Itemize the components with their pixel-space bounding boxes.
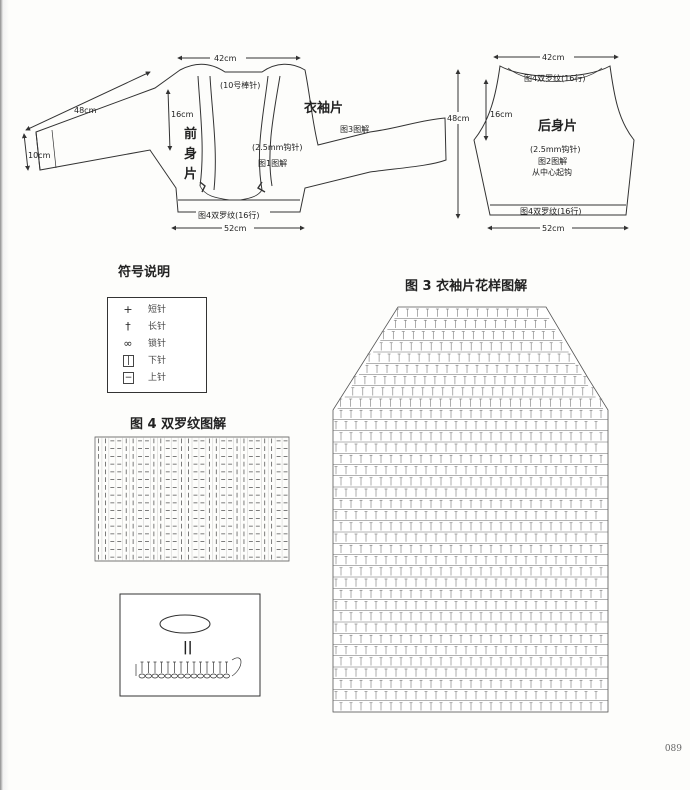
chain-loop <box>151 673 159 679</box>
left-front-band <box>197 75 203 187</box>
hook-size-label: (2.5mm钩针) <box>252 142 303 152</box>
cuff-height-label: 10cm <box>28 151 51 160</box>
front-outline <box>35 63 447 213</box>
legend-label: 下针 <box>148 356 167 366</box>
chain-turn <box>231 657 242 677</box>
fig3-sleeve-chart <box>332 306 609 713</box>
single-crochet-icon: + <box>123 303 133 316</box>
legend-item-double-crochet: † 长针 <box>108 319 206 335</box>
chain-loop <box>164 673 172 679</box>
start-oval <box>159 614 211 634</box>
right-front-band <box>258 75 269 191</box>
page-binding-edge <box>0 0 9 790</box>
front-rib-label: 图4双罗纹(16行) <box>198 210 260 220</box>
back-outline <box>473 65 635 216</box>
sleeve-panel-label: 衣袖片 <box>304 100 343 116</box>
front-panel-label-3: 片 <box>184 166 197 182</box>
back-start-note: 从中心起钩 <box>532 167 572 177</box>
back-panel-label: 后身片 <box>538 118 577 134</box>
legend-label: 上针 <box>148 373 167 383</box>
legend-item-single-crochet: + 短针 <box>108 302 206 318</box>
legend-item-purl: − 上针 <box>108 370 206 386</box>
chain-loop <box>177 673 185 679</box>
start-chain-row <box>135 657 242 679</box>
chain-loop <box>223 673 230 679</box>
front-panel-label-1: 前 <box>184 126 197 142</box>
back-height-label: 48cm <box>447 114 470 123</box>
front-top-width: 42cm <box>214 54 237 63</box>
legend-label: 短针 <box>148 305 167 315</box>
chain-loop <box>138 673 146 679</box>
fig3-title: 图 3 衣袖片花样图解 <box>405 278 527 294</box>
back-collar-label: 图4双罗纹(16行) <box>524 73 586 83</box>
legend-label: 锁针 <box>148 339 167 349</box>
needle-size-label: (10号棒针) <box>220 80 260 90</box>
front-side-height-label: 16cm <box>171 110 194 119</box>
back-bottom-width: 52cm <box>542 224 565 233</box>
chain-loop <box>145 673 152 679</box>
chain-loop <box>184 673 191 679</box>
front-schematic-labels: 42cm (10号棒针) 48cm 10cm 16cm 前 身 片 衣袖片 图3… <box>28 52 369 234</box>
back-ref-label: 图2图解 <box>538 156 567 166</box>
start-diagram-frame <box>119 593 261 697</box>
start-diagram: || <box>119 593 261 697</box>
legend-title: 符号说明 <box>118 264 170 280</box>
chain-loop <box>203 673 211 679</box>
back-schematic-labels: 42cm 图4双罗纹(16行) 48cm 16cm 后身片 (2.5mm钩针) … <box>446 51 586 234</box>
front-panel-label-2: 身 <box>184 146 197 162</box>
legend-item-chain: ∞ 锁针 <box>108 336 206 352</box>
chain-loop <box>216 673 224 679</box>
double-crochet-icon: † <box>125 320 131 333</box>
chain-loop <box>171 673 178 679</box>
page-number: 089 <box>664 744 682 754</box>
front-ref-label: 图1图解 <box>258 158 287 168</box>
front-side-dimension <box>165 89 173 151</box>
fig4-title: 图 4 双罗纹图解 <box>130 416 226 432</box>
equals-mark: || <box>183 640 193 655</box>
sleeve-length-dimension <box>25 71 151 131</box>
knit-stitch-icon: | <box>123 355 134 367</box>
back-top-width: 42cm <box>542 53 565 62</box>
chain-stitch-icon: ∞ <box>123 337 133 350</box>
purl-stitch-icon: − <box>123 372 134 384</box>
sleeve-ref-label: 图3图解 <box>340 124 369 134</box>
cuff-edge <box>35 131 41 171</box>
cuff-height-dimension <box>21 133 31 171</box>
sleeve-length-label: 48cm <box>74 106 97 115</box>
chain-loop <box>210 673 217 679</box>
back-collar-inner <box>507 67 603 82</box>
front-schematic <box>21 55 447 231</box>
chain-loop <box>197 673 204 679</box>
front-bottom-width: 52cm <box>224 224 247 233</box>
back-hook-size-label: (2.5mm钩针) <box>530 144 581 154</box>
legend-label: 长针 <box>148 322 167 332</box>
chain-loop <box>158 673 165 679</box>
chain-loop <box>190 673 198 679</box>
fig4-rib-chart <box>94 436 290 562</box>
symbol-legend: + 短针 † 长针 ∞ 锁针 | 下针 − 上针 <box>107 297 207 393</box>
back-side-height-label: 16cm <box>490 110 513 119</box>
legend-item-knit: | 下针 <box>108 353 206 369</box>
back-rib-label: 图4双罗纹(16行) <box>520 206 582 216</box>
